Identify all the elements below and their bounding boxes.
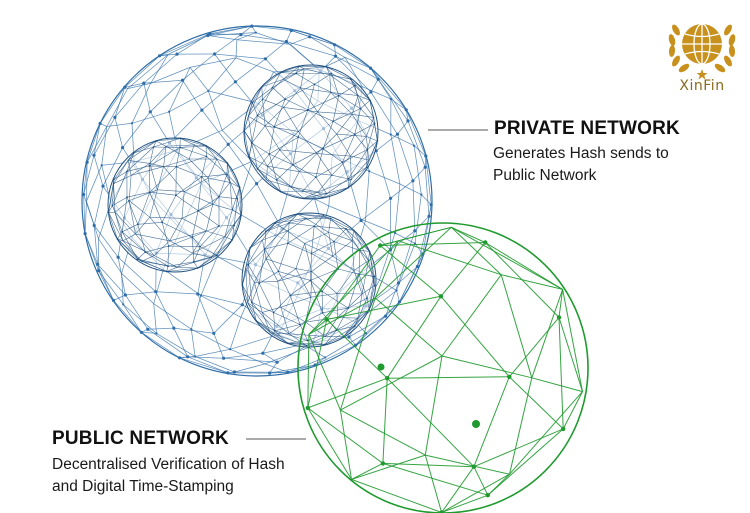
public-network-title: PUBLIC NETWORK <box>52 428 229 449</box>
private-network-title: PRIVATE NETWORK <box>494 118 680 139</box>
private-sub-networks <box>107 64 379 348</box>
public-network-sphere <box>297 222 589 513</box>
logo-text: XinFin <box>679 78 725 94</box>
public-network-description: Decentralised Verification of Hash and D… <box>52 454 285 498</box>
sub-network-sphere-2-outline <box>107 137 243 273</box>
public-network-description-line: and Digital Time-Stamping <box>52 478 234 495</box>
globe-laurel-icon <box>668 23 736 80</box>
private-network-description: Generates Hash sends to Public Network <box>493 143 669 187</box>
sub-network-sphere-2 <box>107 137 243 273</box>
sub-network-sphere-1 <box>243 64 379 200</box>
sub-network-sphere-1-outline <box>243 64 379 200</box>
sub-network-sphere-3 <box>241 212 377 348</box>
xinfin-logo: XinFin <box>662 14 742 98</box>
public-network-mesh <box>297 222 589 513</box>
private-network-mesh-outline <box>81 25 433 377</box>
public-network-outline <box>297 222 589 513</box>
private-network-description-line: Public Network <box>493 167 597 184</box>
public-network-description-line: Decentralised Verification of Hash <box>52 456 285 473</box>
private-network-description-line: Generates Hash sends to <box>493 145 669 162</box>
